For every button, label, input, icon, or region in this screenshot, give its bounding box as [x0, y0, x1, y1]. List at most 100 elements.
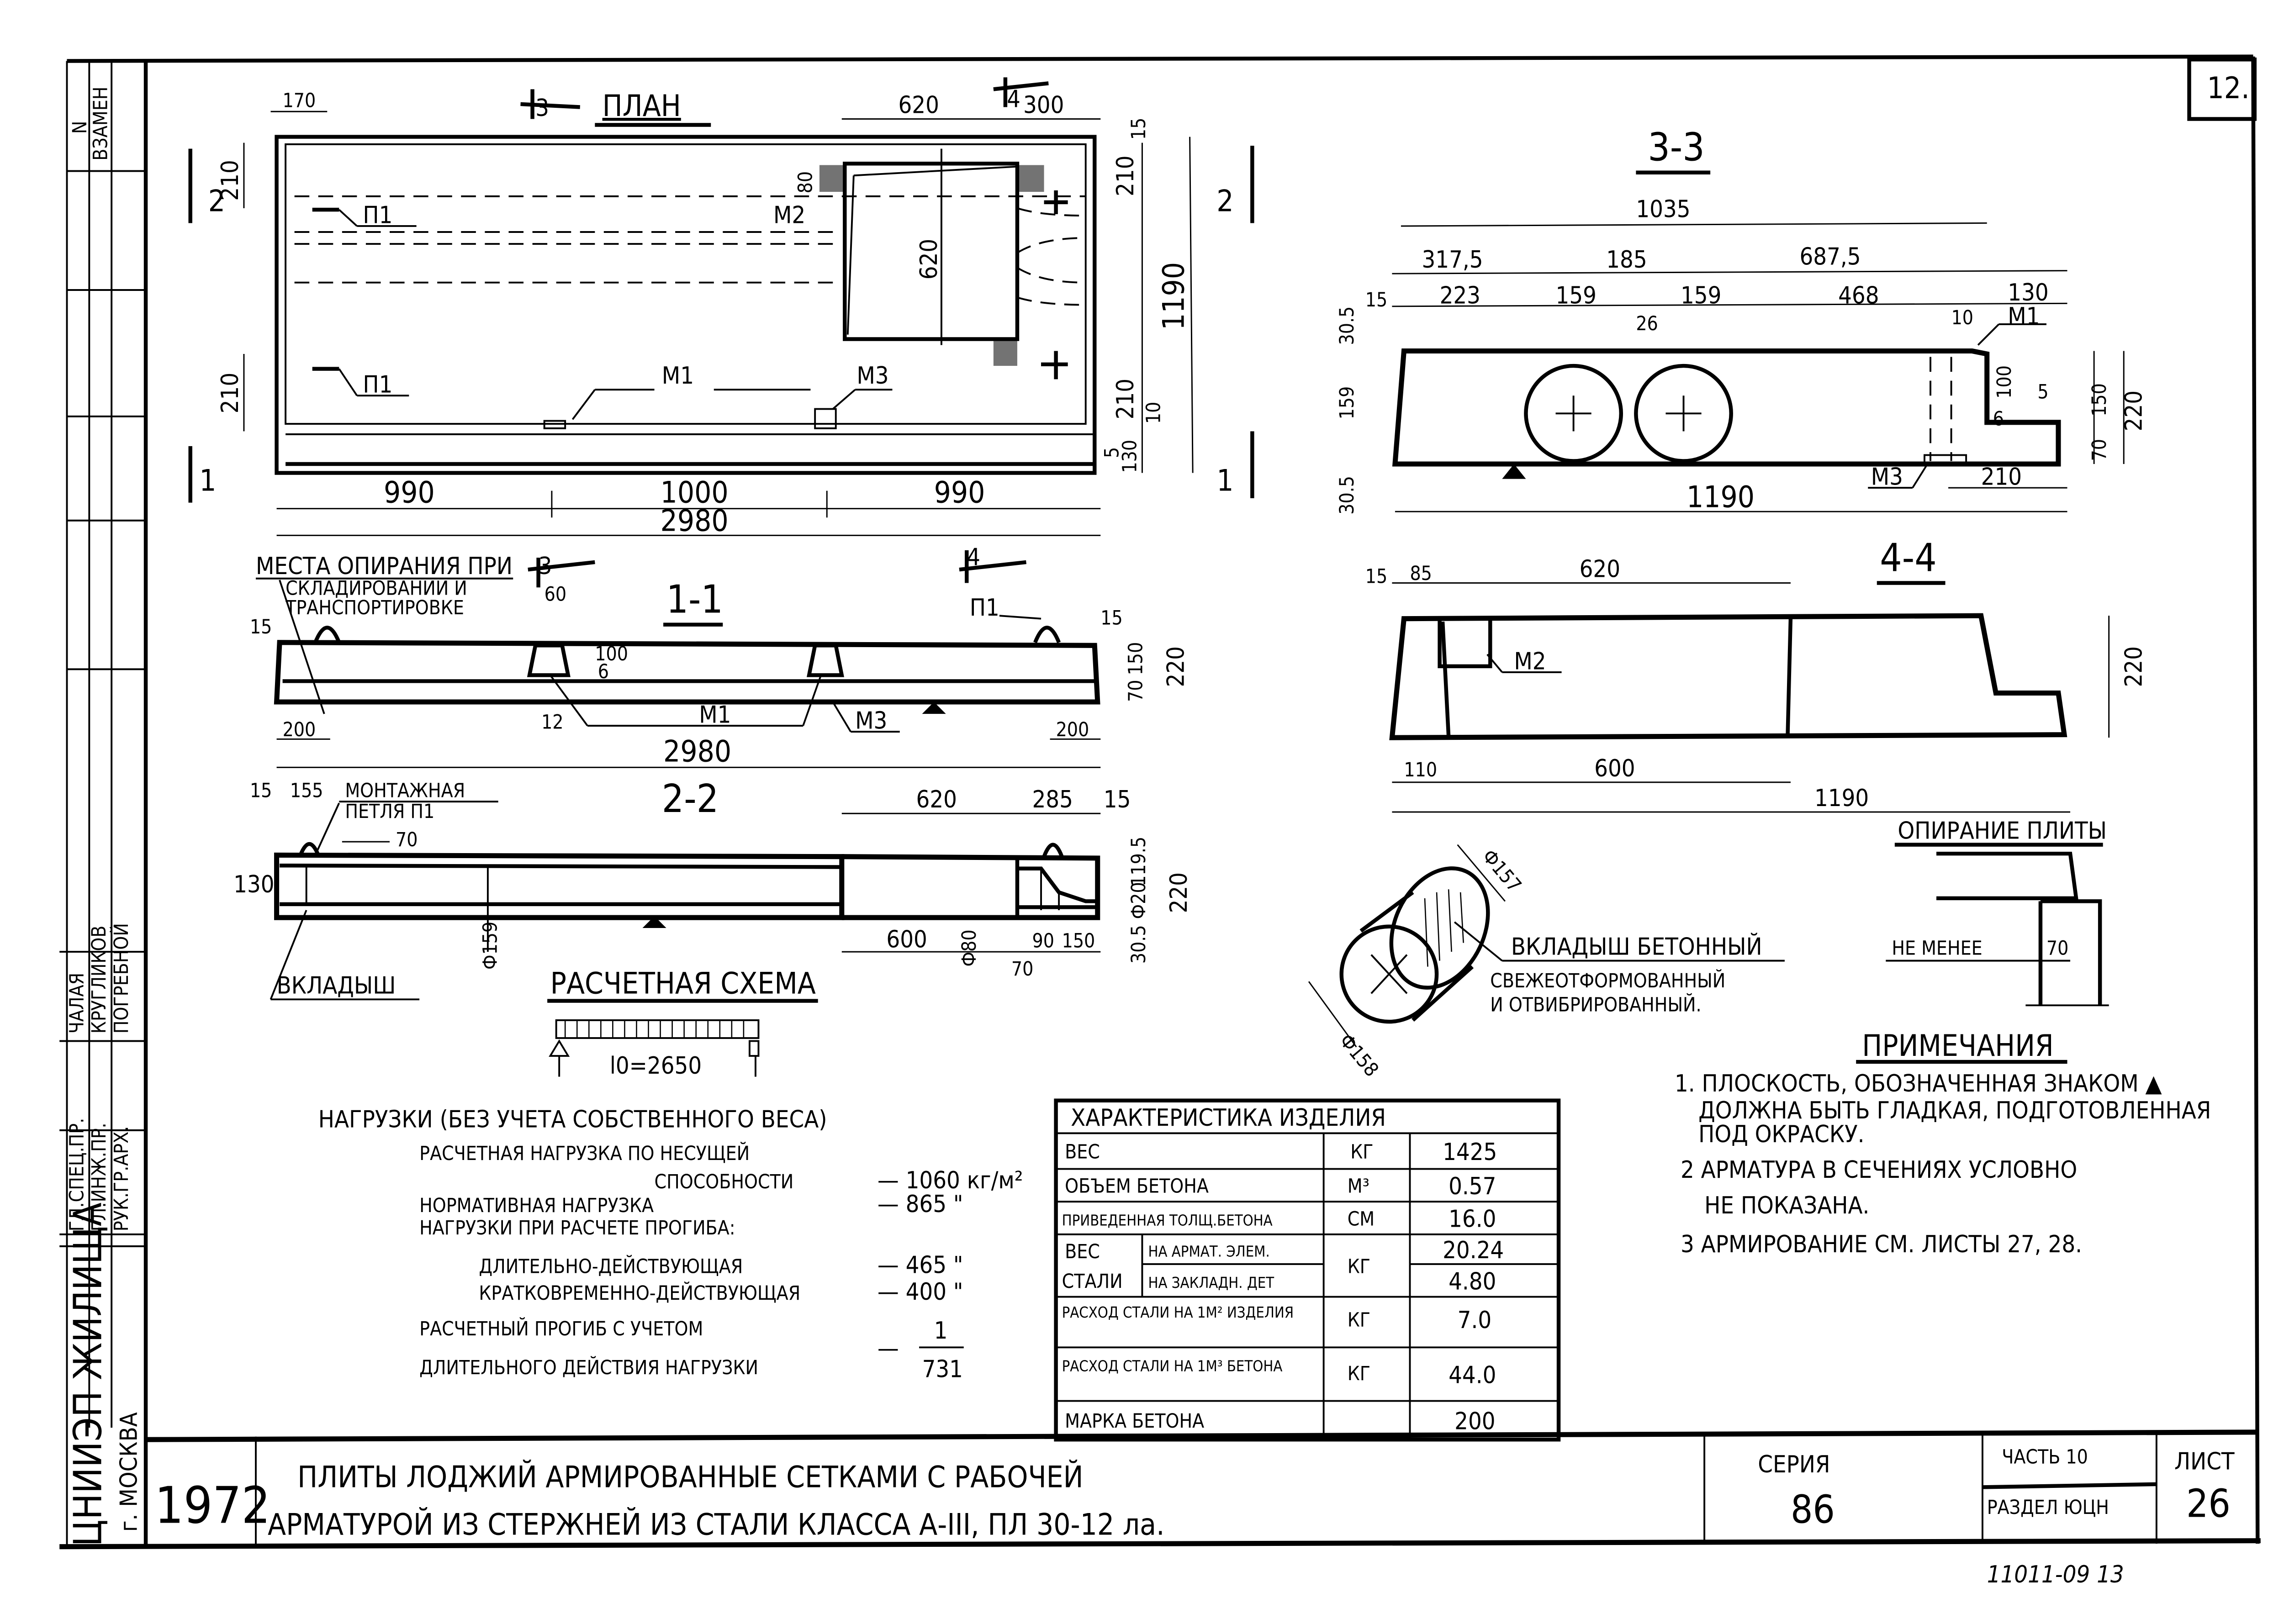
char-value-steel-per-m2: 7.0 — [1458, 1307, 1491, 1334]
char-value-volume: 0.57 — [1449, 1173, 1496, 1200]
plan-dim-620-inner: 620 — [915, 239, 943, 279]
plan-label-p1-top: П1 — [363, 201, 392, 229]
char-value-steel-embedded: 4.80 — [1449, 1268, 1496, 1295]
char-label-weight: ВЕС — [1065, 1141, 1100, 1163]
section-1-1: 1-1 МЕСТА ОПИРАНИЯ ПРИ СКЛАДИРОВАНИИ И Т… — [250, 543, 1190, 769]
corner-sheet-number: 12. — [2187, 58, 2257, 121]
section-1-1-note-3: ТРАНСПОРТИРОВКЕ — [285, 596, 464, 619]
calc-scheme-title: РАСЧЕТНАЯ СХЕМА — [550, 966, 816, 1001]
section-2-2-title: 2-2 — [662, 776, 719, 821]
section-2-2-dim-phi159: Ф159 — [479, 922, 501, 970]
support-dim-70: 70 — [2046, 937, 2068, 960]
section-3-3-dim-210: 210 — [1981, 464, 2022, 491]
section-3-3-dim-317-5: 317,5 — [1422, 246, 1483, 274]
plan-dim-300: 300 — [1023, 91, 1064, 119]
section-2-2-dim-phi20: Ф20 — [1127, 882, 1150, 919]
plan-dim-990-right: 990 — [934, 476, 985, 510]
plan-dim-210-right-top: 210 — [1112, 155, 1139, 196]
plan-dim-80: 80 — [794, 171, 817, 193]
char-unit-steel: КГ — [1348, 1255, 1370, 1277]
section-3-3-dim-130: 130 — [2008, 279, 2048, 306]
cylinder-hatch — [1424, 889, 1464, 967]
left-margin-stamp: N ВЗАМЕН ГЛ.СПЕЦ.ПР. ГЛ.ИНЖ.ПР. РУК.ГР.А… — [59, 61, 146, 1547]
deflection-numerator: 1 — [934, 1317, 948, 1345]
section-4-4-dim-600: 600 — [1594, 755, 1635, 782]
section-label: РАЗДЕЛ ЮЦН — [1987, 1496, 2109, 1519]
char-value-thickness: 16.0 — [1449, 1206, 1496, 1233]
char-label-steel-per-m3: РАСХОД СТАЛИ НА 1М³ БЕТОНА — [1062, 1357, 1283, 1375]
section-2-2-dim-70-bottom: 70 — [1011, 958, 1033, 980]
sheet-label: ЛИСТ — [2174, 1448, 2235, 1475]
char-unit-steel-per-m3: КГ — [1348, 1362, 1370, 1385]
loads-row-5-label: КРАТКОВРЕМЕННО-ДЕЙСТВУЮЩАЯ — [479, 1281, 800, 1304]
note-3: 3 АРМИРОВАНИЕ СМ. ЛИСТЫ 27, 28. — [1681, 1231, 2082, 1258]
plan-dim-10: 10 — [1142, 402, 1165, 424]
plan-dim-210-left-top: 210 — [217, 160, 244, 200]
plan-cut-1: 1 — [1216, 464, 1233, 498]
section-3-3-dim-468: 468 — [1838, 282, 1879, 309]
section-3-3-dim-687-5: 687,5 — [1799, 243, 1861, 271]
calc-scheme-span: l0=2650 — [610, 1052, 702, 1080]
section-2-2-dim-30-5: 30.5 — [1127, 925, 1150, 964]
note-1-line-2: ДОЛЖНА БЫТЬ ГЛАДКАЯ, ПОДГОТОВЛЕННАЯ — [1698, 1097, 2211, 1124]
char-unit-volume: М³ — [1348, 1175, 1369, 1197]
loads-row-5-value: — 400 " — [878, 1278, 963, 1306]
section-3-3-dim-26: 26 — [1636, 312, 1658, 335]
archive-code: 11011-09 13 — [1987, 1561, 2124, 1588]
title-block: 1972 ПЛИТЫ ЛОДЖИЙ АРМИРОВАННЫЕ СЕТКАМИ С… — [155, 1434, 2235, 1588]
section-3-3-dim-6: 6 — [1993, 407, 2004, 430]
section-2-2-note-1: МОНТАЖНАЯ — [345, 779, 465, 801]
stamp-name-3: ПОГРЕБНОЙ — [110, 923, 132, 1033]
plan-dim-2980: 2980 — [661, 504, 729, 538]
section-1-1-label-p1: П1 — [970, 594, 999, 622]
part-label: ЧАСТЬ 10 — [2002, 1445, 2088, 1468]
section-4-4-label-m2: М2 — [1514, 648, 1546, 675]
series-value: 86 — [1791, 1487, 1835, 1532]
section-4-4-dim-110: 110 — [1404, 759, 1437, 781]
section-3-3-dim-223: 223 — [1440, 282, 1480, 309]
plan-dim-15: 15 — [1127, 118, 1150, 140]
section-3-3-dim-159-left: 159 — [1336, 386, 1358, 420]
section-1-1-label-m3: М3 — [855, 707, 887, 735]
plan-dim-990-left: 990 — [384, 476, 435, 510]
note-1-line-1: 1. ПЛОСКОСТЬ, ОБОЗНАЧЕННАЯ ЗНАКОМ ▲ — [1675, 1070, 2162, 1097]
plan-title: ПЛАН — [603, 89, 681, 123]
section-3-3-dim-159-b: 159 — [1681, 282, 1721, 309]
loads-row-1-label: РАСЧЕТНАЯ НАГРУЗКА ПО НЕСУЩЕЙ — [419, 1142, 750, 1165]
plan-dim-210-right-bottom: 210 — [1112, 379, 1139, 419]
sheet-frame — [59, 54, 2261, 1550]
char-label-concrete-grade: МАРКА БЕТОНА — [1065, 1410, 1204, 1432]
char-label-thickness: ПРИВЕДЕННАЯ ТОЛЩ.БЕТОНА — [1062, 1212, 1273, 1229]
smooth-surface-mark — [922, 702, 946, 714]
plan-dim-130: 130 — [1118, 440, 1141, 473]
section-1-1-dim-6: 6 — [598, 660, 609, 683]
section-1-1-dim-150: 150 — [1124, 642, 1147, 675]
char-value-steel-per-m3: 44.0 — [1449, 1361, 1496, 1389]
section-4-4-dim-620: 620 — [1580, 555, 1620, 583]
section-2-2-dim-phi80: Ф80 — [958, 929, 980, 966]
notes-block: ПРИМЕЧАНИЯ 1. ПЛОСКОСТЬ, ОБОЗНАЧЕННАЯ ЗН… — [1675, 1029, 2211, 1258]
title-line-1: ПЛИТЫ ЛОДЖИЙ АРМИРОВАННЫЕ СЕТКАМИ С РАБО… — [297, 1459, 1083, 1494]
loads-row-1-label2: СПОСОБНОСТИ — [655, 1171, 794, 1193]
support-note: НЕ МЕНЕЕ — [1892, 937, 1982, 960]
section-2-2: 2-2 МОНТАЖНАЯ ПЕТЛЯ П1 15 155 70 130 Ф15… — [233, 776, 1193, 1001]
deflection-dash: — — [878, 1335, 899, 1362]
insert-detail: Ф157 Ф158 ВКЛАДЫШ БЕТОННЫЙ СВЕЖЕОТФОРМОВ… — [1308, 844, 1785, 1081]
section-3-3-title: 3-3 — [1648, 125, 1704, 170]
section-2-2-dim-119-5: 119.5 — [1127, 837, 1150, 886]
plan-label-m1: М1 — [662, 362, 694, 390]
stamp-name-1: ЧАЛАЯ — [65, 973, 88, 1033]
city-name: г. МОСКВА — [116, 1412, 143, 1532]
sheet-value: 26 — [2186, 1481, 2231, 1526]
char-label-steel-1: ВЕС — [1065, 1240, 1100, 1263]
char-unit-steel-per-m2: КГ — [1348, 1309, 1370, 1331]
loads-row-4-label: ДЛИТЕЛЬНО-ДЕЙСТВУЮЩАЯ — [479, 1255, 743, 1277]
section-4-4: 4-4 М2 15 85 620 110 600 1190 220 — [1365, 535, 2147, 813]
note-2-line-1: 2 АРМАТУРА В СЕЧЕНИЯХ УСЛОВНО — [1681, 1156, 2077, 1184]
section-2-2-dim-15-right: 15 — [1104, 786, 1131, 813]
plan-cut-4: 4 — [1007, 85, 1020, 113]
smooth-surface-mark-3 — [1502, 464, 1526, 479]
stamp-name-2: КРУГЛИКОВ — [88, 926, 110, 1034]
notes-heading: ПРИМЕЧАНИЯ — [1862, 1029, 2053, 1063]
